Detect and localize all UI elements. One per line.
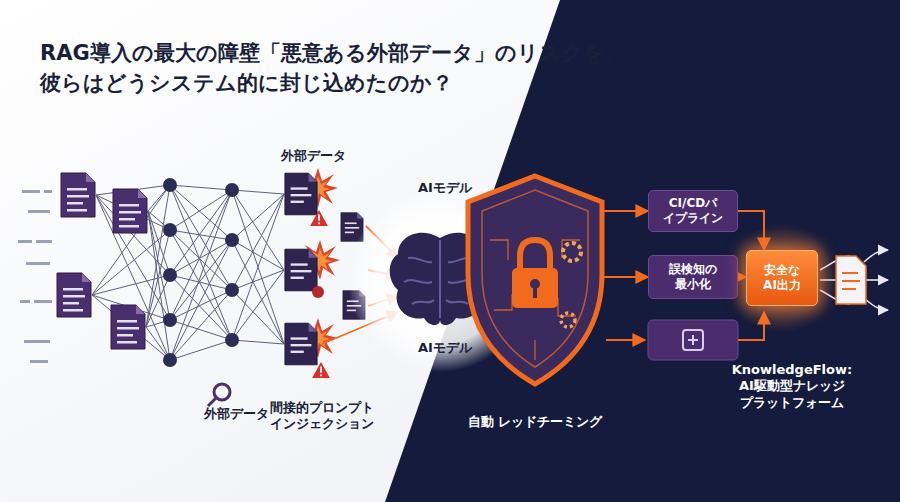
process-box: 誤検知の 最小化 <box>648 255 738 299</box>
dark-background <box>385 0 900 502</box>
network-nodes <box>163 178 239 367</box>
network-line <box>170 290 232 360</box>
network-line <box>170 185 232 190</box>
document-icon <box>111 305 145 349</box>
network-lines <box>92 185 284 360</box>
network-line <box>232 340 284 344</box>
network-line <box>170 340 232 360</box>
warning-icon <box>310 210 328 226</box>
network-line <box>170 240 232 360</box>
process-box-icon <box>648 320 738 360</box>
network-line <box>92 295 170 360</box>
network-line <box>170 290 232 320</box>
shield-icon <box>460 170 610 390</box>
magnifier-icon <box>208 384 230 406</box>
connector-arrow <box>602 210 648 212</box>
box-text: 誤検知の 最小化 <box>655 262 731 292</box>
network-line <box>170 230 232 340</box>
output-arrows <box>820 250 888 310</box>
network-line <box>170 190 232 360</box>
network-line <box>232 190 284 194</box>
document-icon <box>61 173 95 217</box>
virus-icon <box>312 286 324 298</box>
output-box: 安全な AI出力 <box>746 250 818 306</box>
connector-arrow <box>738 211 764 250</box>
document-icon <box>57 273 91 317</box>
network-line <box>232 240 284 344</box>
process-box: CI/CDパ イプライン <box>648 190 738 232</box>
dash-lines <box>18 190 52 363</box>
network-line <box>146 185 170 327</box>
network-line <box>232 190 284 270</box>
network-line <box>92 230 170 295</box>
network-line <box>232 194 284 340</box>
network-line <box>170 185 232 340</box>
malicious-document <box>285 323 317 365</box>
text-label: 間接的プロンプト インジェクション <box>262 400 382 433</box>
network-line <box>232 190 284 344</box>
output-glow <box>727 223 837 333</box>
title: RAG導入の最大の障壁「悪意ある外部データ」のリスクを、 彼らはどうシステム的に… <box>40 38 680 99</box>
box-text: CI/CDパ イプライン <box>655 196 731 226</box>
malicious-document <box>285 249 317 291</box>
network-line <box>170 240 232 320</box>
warning-icon <box>312 362 330 378</box>
network-line <box>232 194 284 290</box>
output-document <box>836 256 866 304</box>
shield-caption: 自動 レッドチーミング <box>460 414 610 430</box>
network-line <box>170 230 232 290</box>
shield-node: 自動 レッドチーミング <box>460 170 610 455</box>
decor-arrows <box>606 312 764 340</box>
text-label: 外部データ <box>196 406 276 422</box>
text-label: 外部データ <box>258 148 368 164</box>
text-label: AIモデル <box>400 180 490 196</box>
network-line <box>170 320 232 340</box>
connector-arrow <box>602 276 648 278</box>
document-icon <box>113 189 147 233</box>
text-label: AIモデル <box>400 340 490 356</box>
network-line <box>232 270 284 340</box>
network-line <box>170 190 232 275</box>
text-label: KnowledgeFlow: AI駆動型ナレッジ プラットフォーム <box>730 362 854 411</box>
malicious-document <box>285 173 317 215</box>
connector-arrow <box>738 276 746 278</box>
network-line <box>170 275 232 290</box>
box-text: 安全な AI出力 <box>753 263 811 293</box>
